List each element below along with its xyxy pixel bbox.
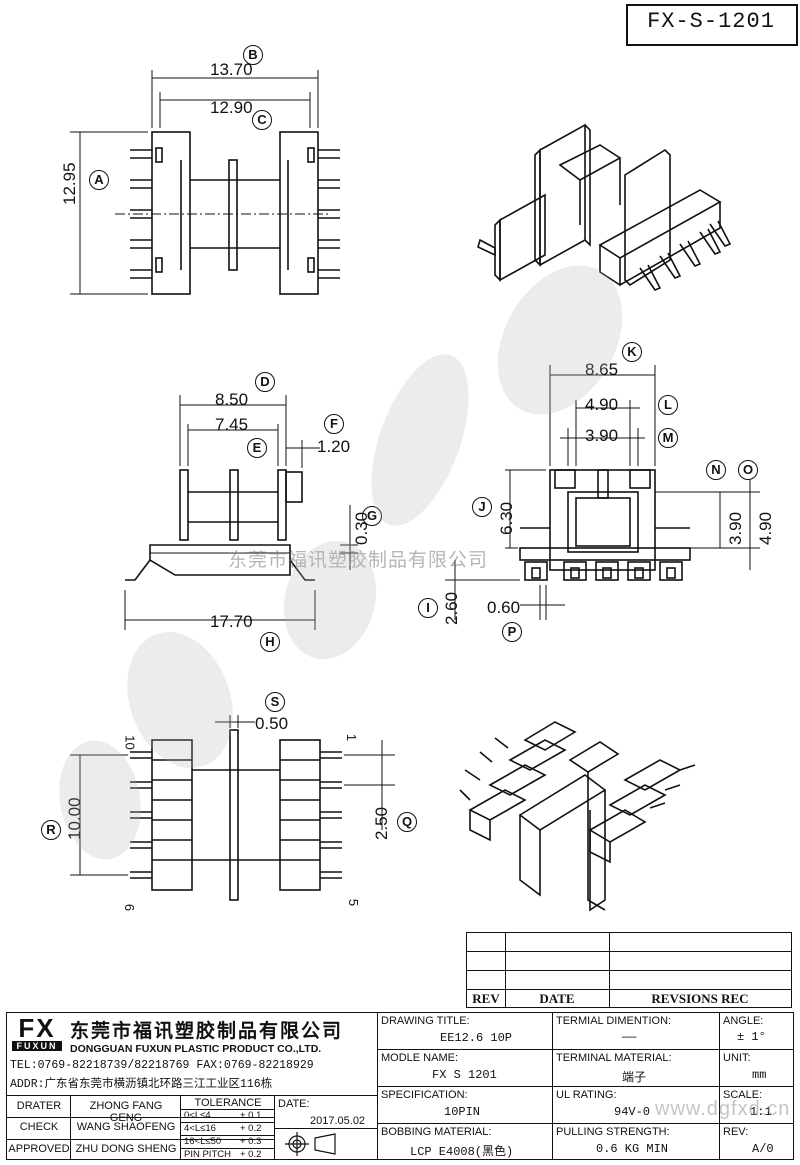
drawing-title-label: DRAWING TITLE:	[381, 1015, 470, 1027]
dim-e-marker: E	[247, 438, 267, 458]
pin-label-1: 1	[344, 733, 360, 742]
dim-h-marker: H	[260, 632, 280, 652]
signoff-name-approved: ZHU DONG SHENG	[75, 1143, 177, 1155]
bobbin-material-label: BOBBING MATERIAL:	[381, 1126, 492, 1138]
dim-f-value: 1.20	[317, 437, 351, 456]
terminal-dim-label: TERMIAL DIMENTION:	[556, 1015, 672, 1027]
ul-rating-label: UL RATING:	[556, 1089, 617, 1101]
terminal-dim-value: ——	[622, 1030, 637, 1044]
dim-m-value: 3.90	[585, 426, 619, 445]
rev-label: REV:	[723, 1126, 749, 1138]
angle-label: ANGLE:	[723, 1015, 764, 1027]
date-header: DATE	[539, 991, 575, 1006]
dim-r-marker: R	[41, 820, 61, 840]
tol-value-4: + 0.2	[240, 1149, 262, 1160]
dim-b-marker: B	[243, 45, 263, 65]
company-address: ADDR:广东省东莞市横沥镇北环路三江工业区116栋	[10, 1078, 273, 1091]
date-label: DATE:	[278, 1098, 310, 1110]
tol-range-1: 0<L≤4	[184, 1110, 211, 1121]
company-logo: FX FUXUN	[12, 1015, 62, 1051]
drawing-number: FX-S-1201	[647, 9, 775, 34]
dim-l-marker: L	[658, 395, 678, 415]
company-name-cn: 东莞市福讯塑胶制品有限公司	[70, 1021, 344, 1042]
rev-header: REV	[472, 991, 500, 1006]
company-tel-fax: TEL:0769-82218739/82218769 FAX:0769-8221…	[10, 1059, 314, 1072]
dim-p-value: 0.60	[487, 598, 521, 617]
tol-range-4: PIN PITCH	[184, 1149, 231, 1160]
bobbin-material-value: LCP E4008(黑色)	[410, 1145, 514, 1159]
dim-c-marker: C	[252, 110, 272, 130]
dim-c-value: 12.90	[210, 98, 253, 117]
rev-value: A/0	[752, 1142, 774, 1156]
dim-s-value: 0.50	[255, 714, 289, 733]
revision-table: REV DATE REVSIONS REC	[466, 932, 792, 1008]
dim-k-value: 8.65	[585, 360, 619, 379]
tol-value-1: + 0.1	[240, 1110, 262, 1121]
unit-label: UNIT:	[723, 1052, 751, 1064]
projection-symbol	[285, 1132, 336, 1156]
dim-n-value: 3.90	[726, 511, 745, 545]
dim-j-marker: J	[472, 497, 492, 517]
dim-a-marker: A	[89, 170, 109, 190]
dim-h-value: 17.70	[210, 612, 253, 631]
model-label: MODLE NAME:	[381, 1052, 459, 1064]
logo-sub: FUXUN	[12, 1041, 62, 1051]
pulling-strength-value: 0.6 KG MIN	[596, 1142, 669, 1156]
dim-d-marker: D	[255, 372, 275, 392]
dim-j-value: 6.30	[497, 501, 516, 535]
dim-n-marker: N	[706, 460, 726, 480]
pin-label-6: 6	[122, 903, 138, 912]
dim-d-value: 8.50	[215, 390, 249, 409]
signoff-role-approved: APPROVED	[8, 1143, 70, 1155]
dim-s-marker: S	[265, 692, 285, 712]
pulling-strength-label: PULLING STRENGTH:	[556, 1126, 670, 1138]
unit-value: mm	[752, 1068, 767, 1082]
dim-l-value: 4.90	[585, 395, 619, 414]
ul-rating-value: 94V-0	[614, 1105, 651, 1119]
drawing-number-box	[626, 4, 798, 46]
tol-value-2: + 0.2	[240, 1123, 262, 1134]
specification-label: SPECIFICATION:	[381, 1089, 468, 1101]
watermark-text: 东莞市福讯塑胶制品有限公司	[228, 550, 489, 571]
signoff-role-drater: DRATER	[16, 1100, 62, 1112]
terminal-material-label: TERMINAL MATERIAL:	[556, 1052, 672, 1064]
dim-r-value: 10.00	[65, 797, 84, 840]
dim-a-value: 12.95	[60, 162, 79, 205]
signoff-name-drater: ZHONG FANG GENG	[89, 1100, 163, 1124]
scale-label: SCALE:	[723, 1089, 763, 1101]
dim-i-marker: I	[418, 598, 438, 618]
dim-k-marker: K	[622, 342, 642, 362]
drawing-title-value: EE12.6 10P	[440, 1031, 513, 1045]
specification-value: 10PIN	[444, 1105, 481, 1119]
terminal-material-value: 端子	[622, 1071, 647, 1085]
tol-range-3: 16<L≤50	[184, 1136, 222, 1147]
dim-p-marker: P	[502, 622, 522, 642]
angle-value: ± 1°	[737, 1030, 766, 1044]
dim-i-value: 2.60	[442, 591, 461, 625]
dim-f-marker: F	[324, 414, 344, 434]
tol-value-3: + 0.3	[240, 1136, 262, 1147]
pin-label-10: 10	[122, 735, 138, 750]
dim-o-value: 4.90	[756, 511, 775, 545]
tolerance-title: TOLERANCE	[194, 1097, 262, 1109]
model-value: FX S 1201	[432, 1068, 497, 1082]
signoff-name-check: WANG SHAOFENG	[76, 1121, 176, 1133]
scale-value: 1:1	[750, 1105, 772, 1119]
website-watermark: www.dgfxd.cn	[655, 1098, 791, 1120]
dim-q-value: 2.50	[372, 806, 391, 840]
revisions-header: REVSIONS REC	[651, 991, 749, 1006]
company-name-en: DONGGUAN FUXUN PLASTIC PRODUCT CO.,LTD.	[70, 1043, 322, 1055]
dim-e-value: 7.45	[215, 415, 249, 434]
signoff-role-check: CHECK	[19, 1121, 59, 1133]
logo-text: FX	[18, 1013, 56, 1043]
date-value: 2017.05.02	[310, 1115, 366, 1127]
pin-label-5: 5	[346, 898, 362, 907]
dim-g-marker: G	[362, 506, 382, 526]
tol-range-2: 4<L≤16	[184, 1123, 216, 1134]
dim-q-marker: Q	[397, 812, 417, 832]
dim-b-value: 13.70	[210, 60, 253, 79]
dim-o-marker: O	[738, 460, 758, 480]
dim-m-marker: M	[658, 428, 678, 448]
